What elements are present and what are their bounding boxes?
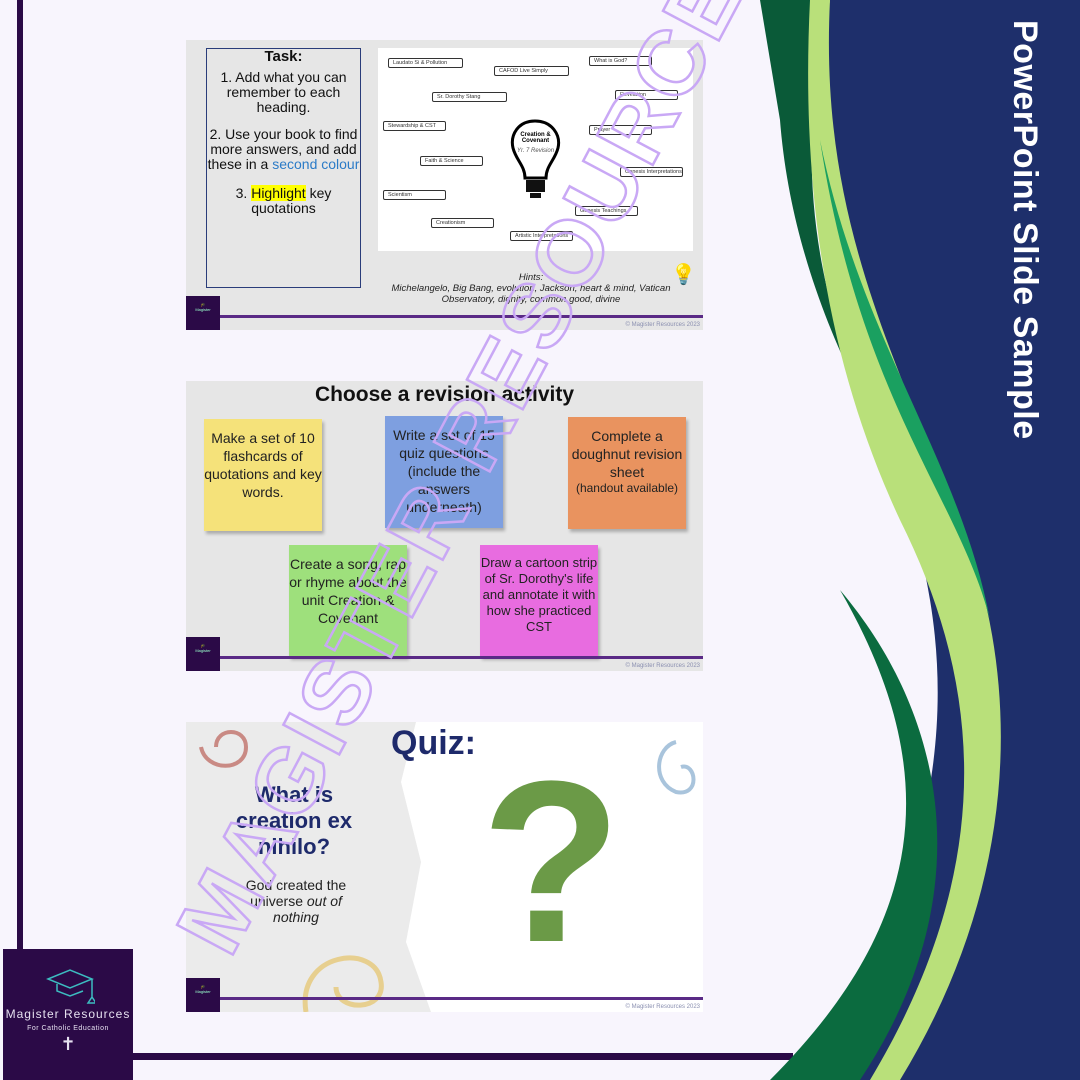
note-text: Draw a cartoon strip of Sr. Dorothy's li…	[480, 555, 598, 634]
node: Revelation	[615, 90, 678, 100]
answer-text: God created the universe	[245, 877, 347, 909]
brand-tagline: For Catholic Education	[27, 1025, 109, 1032]
dark-green-swoosh-bottom	[770, 590, 938, 1080]
lightbulb-hint-icon: 💡	[671, 264, 696, 286]
brand-logo: Magister Resources For Catholic Educatio…	[3, 949, 133, 1080]
quiz-question: What is creation ex nihilo?	[235, 782, 353, 859]
slide-1-mind-map: Task: 1. Add what you can remember to ea…	[186, 40, 703, 330]
step-3-text: key quotations	[251, 185, 332, 216]
question-mark-icon: ?	[481, 733, 622, 990]
mini-logo: 🎓Magister	[186, 978, 220, 1012]
step-3-number: 3.	[235, 185, 252, 201]
node: Prayer	[589, 125, 652, 135]
sticky-note-quiz: Write a set of 15 quiz questions (includ…	[385, 416, 503, 528]
task-step-2-text: 2. Use your book to find more answers, a…	[207, 126, 358, 172]
second-colour-text: second colour	[272, 156, 360, 172]
note-text: Create a song, rap or rhyme about the un…	[289, 556, 407, 626]
sticky-note-doughnut: Complete a doughnut revision sheet(hando…	[568, 417, 686, 529]
node: Artistic Interpretations	[510, 231, 573, 241]
node: Genesis Interpretations	[620, 167, 683, 177]
cross-icon: ✝	[60, 1034, 76, 1054]
mini-logo: 🎓Magister	[186, 637, 220, 671]
slide-footer-bar	[186, 997, 703, 1000]
sticky-note-flashcards: Make a set of 10 flashcards of quotation…	[204, 419, 322, 531]
copyright: © Magister Resources 2023	[625, 663, 700, 669]
hints-text: Michelangelo, Big Bang, evolution, Jacks…	[391, 283, 671, 305]
lightbulb-center: Creation & Covenant Yr. 7 Revision	[508, 118, 563, 203]
node: Sr. Dorothy Stang	[432, 92, 507, 102]
node: Faith & Science	[420, 156, 483, 166]
brand-name: Magister Resources	[5, 1007, 131, 1021]
center-title: Creation & Covenant	[520, 132, 551, 144]
slide-title: Choose a revision activity	[314, 383, 575, 406]
center-subtitle: Yr. 7 Revision	[516, 148, 555, 154]
node: Scientism	[383, 190, 446, 200]
quiz-answer: God created the universe out of nothing	[231, 877, 361, 925]
node: Genesis Teachings	[575, 206, 638, 216]
side-title-text: PowerPoint Slide Sample	[1006, 20, 1044, 440]
note-subtext: (handout available)	[575, 481, 679, 495]
hints: Hints:Michelangelo, Big Bang, evolution,…	[376, 272, 686, 305]
slide-2-revision-activity: Choose a revision activity Make a set of…	[186, 381, 703, 671]
mind-map: Laudato Si & Pollution CAFOD Live Simply…	[378, 48, 693, 251]
bottom-border-line	[133, 1053, 793, 1060]
green-swoosh-mid	[820, 140, 990, 620]
task-title: Task:	[264, 48, 303, 65]
sticky-note-song: Create a song, rap or rhyme about the un…	[289, 545, 407, 657]
graduation-cap-icon	[46, 969, 95, 1004]
node: CAFOD Live Simply	[494, 66, 569, 76]
answer-italic: out of nothing	[273, 893, 342, 925]
node: What is God?	[589, 56, 652, 66]
task-step-1: 1. Add what you can remember to each hea…	[220, 69, 347, 115]
slide-footer-bar	[186, 656, 703, 659]
slide-footer-bar	[186, 315, 703, 318]
task-box: Task: 1. Add what you can remember to ea…	[206, 48, 361, 288]
decorative-swirls	[199, 730, 696, 1012]
torn-paper-panel	[186, 722, 431, 1012]
lightbulb-icon	[510, 119, 561, 198]
copyright: © Magister Resources 2023	[625, 322, 700, 328]
task-step-2: 2. Use your book to find more answers, a…	[207, 127, 360, 172]
highlight-text: Highlight	[251, 185, 306, 201]
node: Laudato Si & Pollution	[388, 58, 463, 68]
quiz-title: Quiz:	[391, 724, 476, 762]
slide-3-quiz: Quiz: What is creation ex nihilo? God cr…	[186, 722, 703, 1012]
mini-logo: 🎓Magister	[186, 296, 220, 330]
node: Stewardship & CST	[383, 121, 446, 131]
left-border-line	[17, 0, 23, 955]
note-text: Complete a doughnut revision sheet	[571, 428, 683, 480]
note-text: Write a set of 15 quiz questions (includ…	[393, 427, 495, 515]
dark-green-swoosh-top	[760, 0, 880, 430]
copyright: © Magister Resources 2023	[625, 1004, 700, 1010]
sticky-note-cartoon: Draw a cartoon strip of Sr. Dorothy's li…	[480, 545, 598, 657]
task-step-3: 3. Highlight key quotations	[207, 185, 360, 216]
node: Creationism	[431, 218, 494, 228]
hints-label: Hints:	[518, 272, 544, 283]
note-text: Make a set of 10 flashcards of quotation…	[204, 430, 322, 500]
